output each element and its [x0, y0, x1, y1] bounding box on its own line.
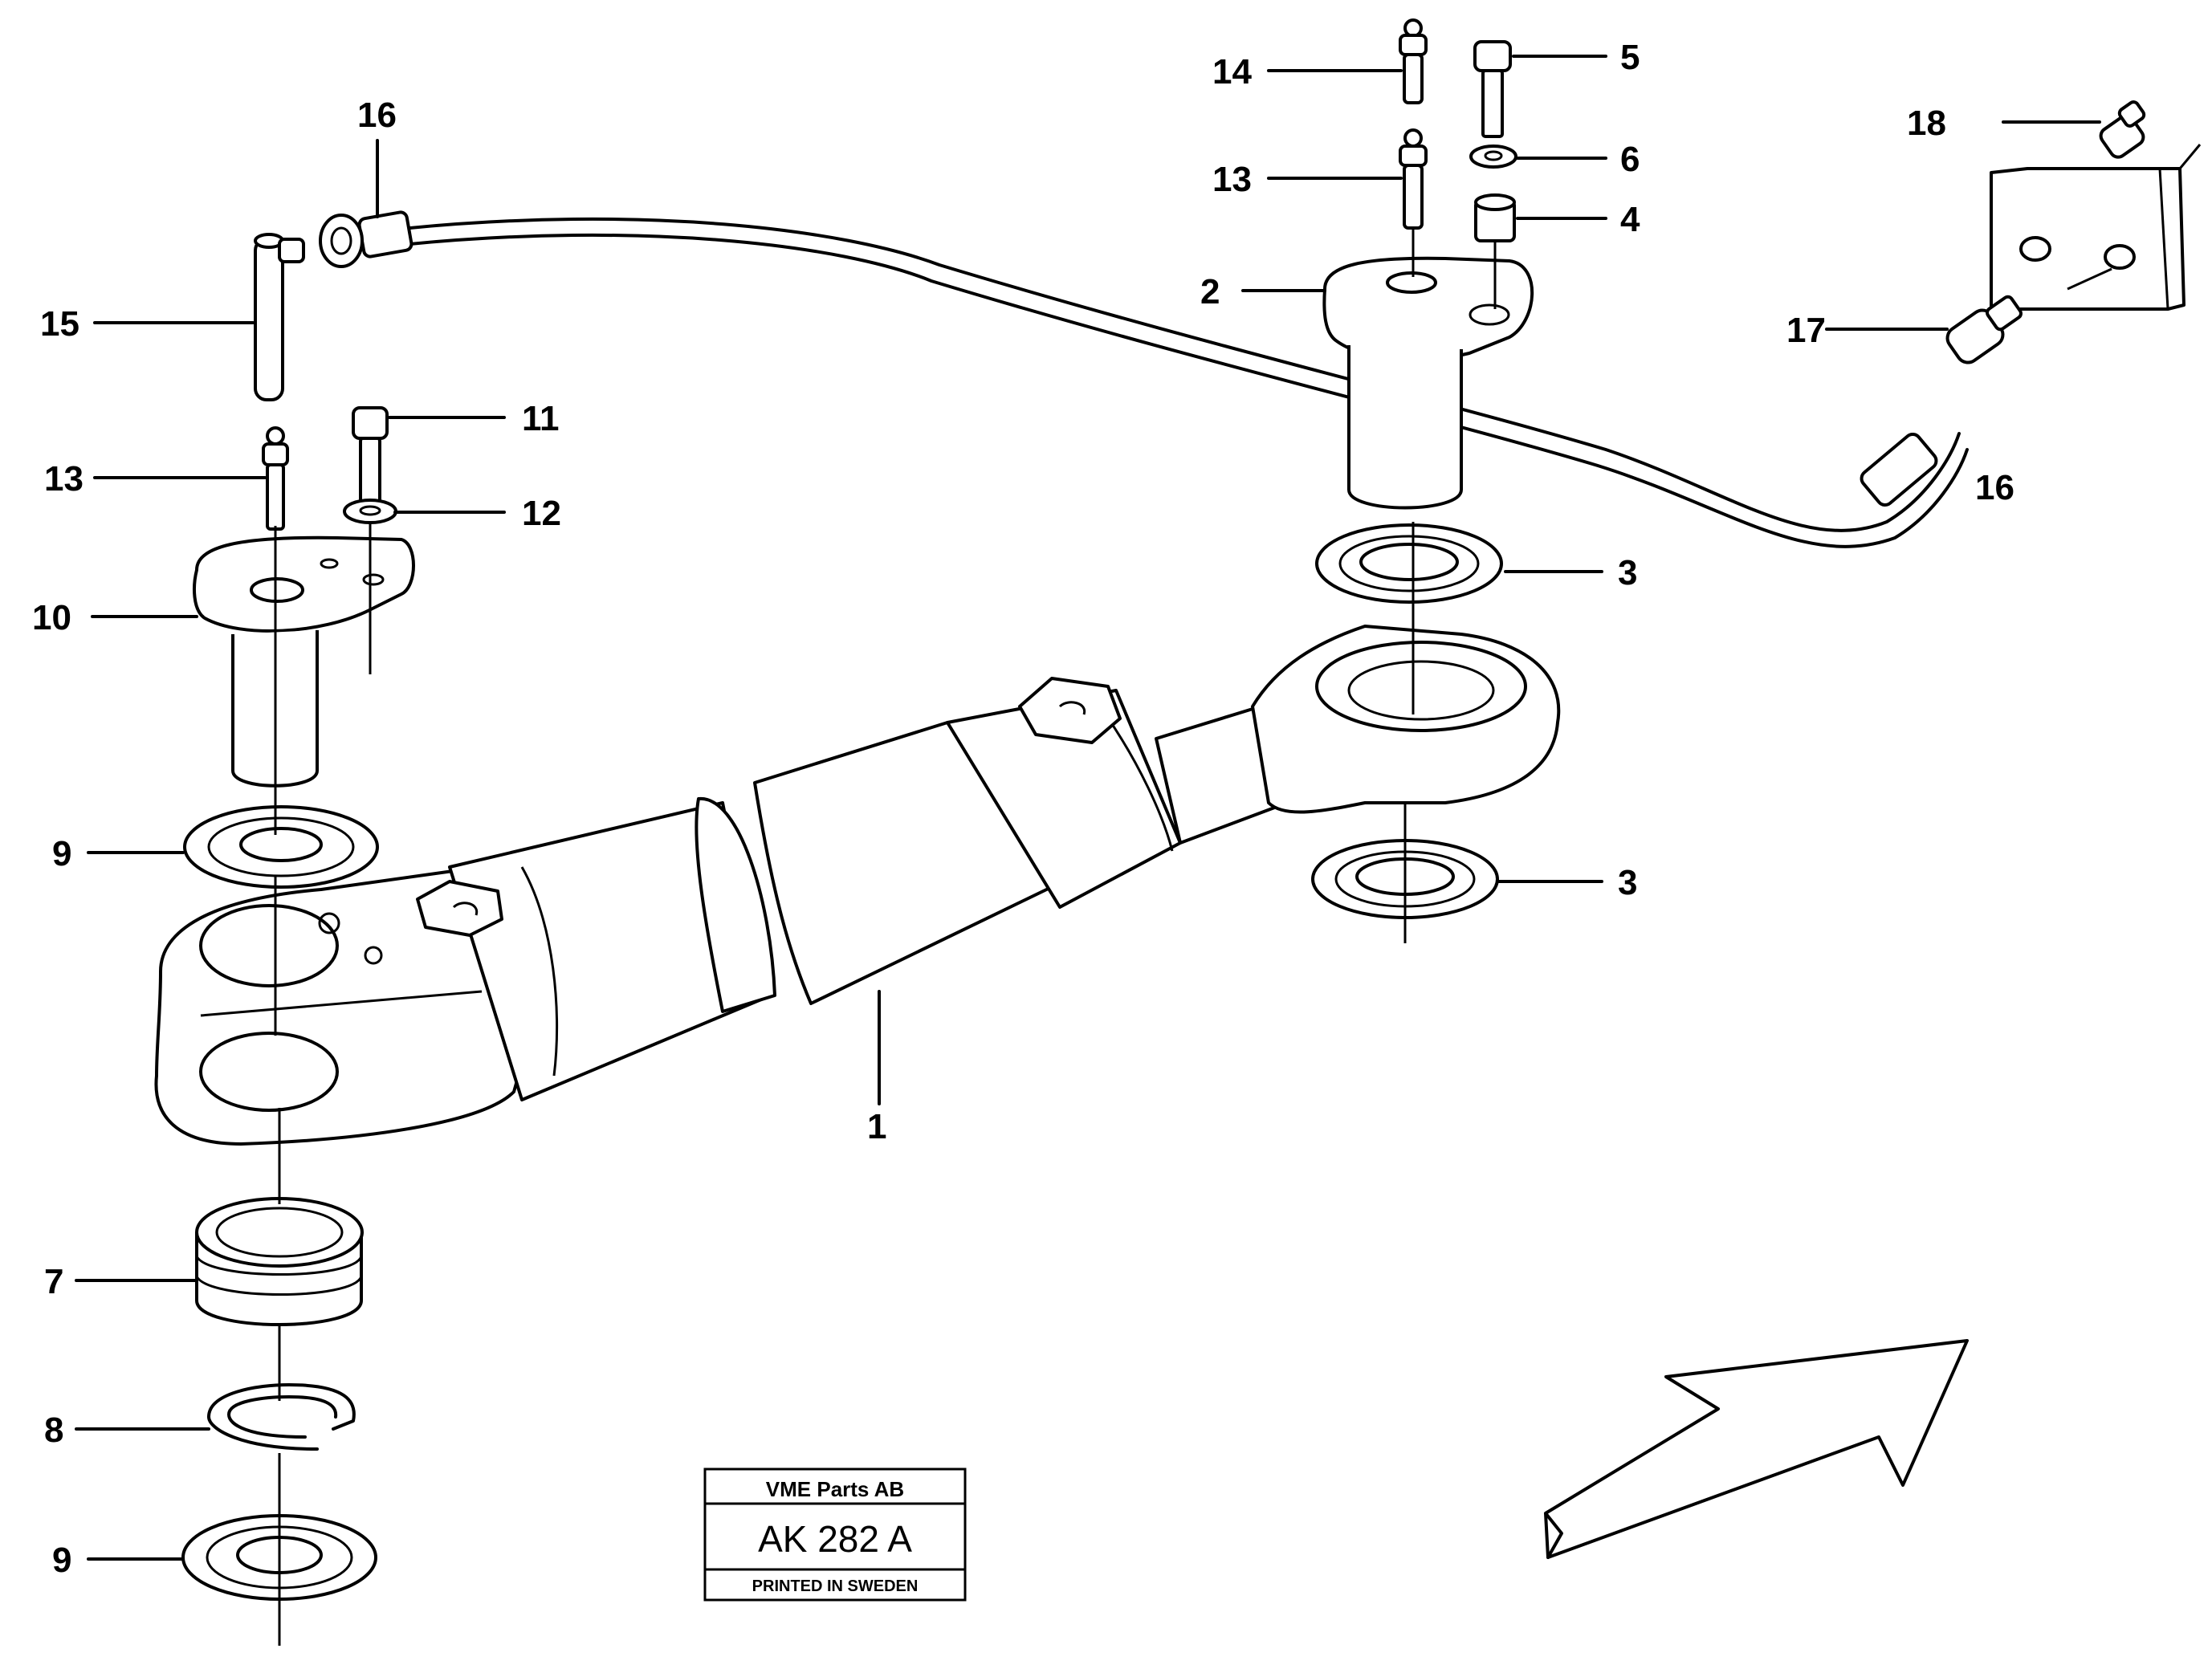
- callout-2: 2: [1200, 272, 1220, 311]
- fitting-17: [1945, 295, 2023, 364]
- callout-14: 14: [1212, 52, 1252, 92]
- callout-18: 18: [1907, 104, 1946, 143]
- callout-3-upper: 3: [1618, 553, 1637, 592]
- pin-10: [193, 535, 415, 788]
- cylinder-1: [154, 625, 1561, 1146]
- washer-12: [343, 499, 397, 524]
- front-direction-arrow: [1544, 1339, 1969, 1559]
- stamp-company: VME Parts AB: [766, 1477, 904, 1501]
- screw-11: [352, 406, 389, 504]
- callout-9-upper: 9: [52, 834, 71, 873]
- hose-16: [319, 210, 1969, 548]
- washer-6: [1469, 145, 1517, 169]
- spacer-4: [1474, 193, 1516, 242]
- valve-block: [1990, 144, 2202, 311]
- washer-3-upper: [1315, 523, 1503, 604]
- stamp-printed: PRINTED IN SWEDEN: [752, 1577, 919, 1595]
- callout-12: 12: [522, 494, 561, 533]
- pin-2: [1322, 256, 1534, 510]
- callout-8: 8: [44, 1411, 63, 1450]
- stamp-box: VME Parts AB AK 282 A PRINTED IN SWEDEN: [703, 1467, 967, 1602]
- leader-lines: [75, 55, 2101, 1561]
- callout-15: 15: [40, 304, 79, 344]
- screw-5: [1473, 40, 1512, 138]
- grease-nipple-13-left: [262, 426, 289, 531]
- callout-3-lower: 3: [1618, 863, 1637, 902]
- callout-4: 4: [1620, 200, 1640, 239]
- fitting-18: [2099, 100, 2146, 159]
- washer-9-upper: [183, 805, 379, 889]
- callout-6: 6: [1620, 140, 1640, 179]
- callout-7: 7: [44, 1262, 63, 1301]
- callout-16-right: 16: [1975, 468, 2014, 507]
- assembly-axes: [274, 229, 2112, 1646]
- callout-10: 10: [32, 598, 71, 637]
- pin-15: [254, 233, 305, 401]
- grease-nipple-13-right: [1399, 128, 1428, 230]
- callout-13-right: 13: [1212, 160, 1252, 199]
- callout-17: 17: [1786, 311, 1826, 350]
- callout-1: 1: [867, 1107, 886, 1146]
- callout-numbers: 1 2 3 3 4 5 6 7 8 9 9 10 11 12 13 13 14 …: [32, 38, 2014, 1580]
- callout-16-upper: 16: [357, 96, 397, 135]
- bushing-7: [195, 1197, 364, 1326]
- callout-11: 11: [522, 399, 560, 438]
- snap-ring-8: [207, 1383, 356, 1451]
- callout-13-left: 13: [44, 459, 84, 499]
- callout-5: 5: [1620, 38, 1640, 77]
- stamp-code: AK 282 A: [758, 1518, 912, 1560]
- callout-9-lower: 9: [52, 1541, 71, 1580]
- grease-nipple-14: [1399, 18, 1428, 104]
